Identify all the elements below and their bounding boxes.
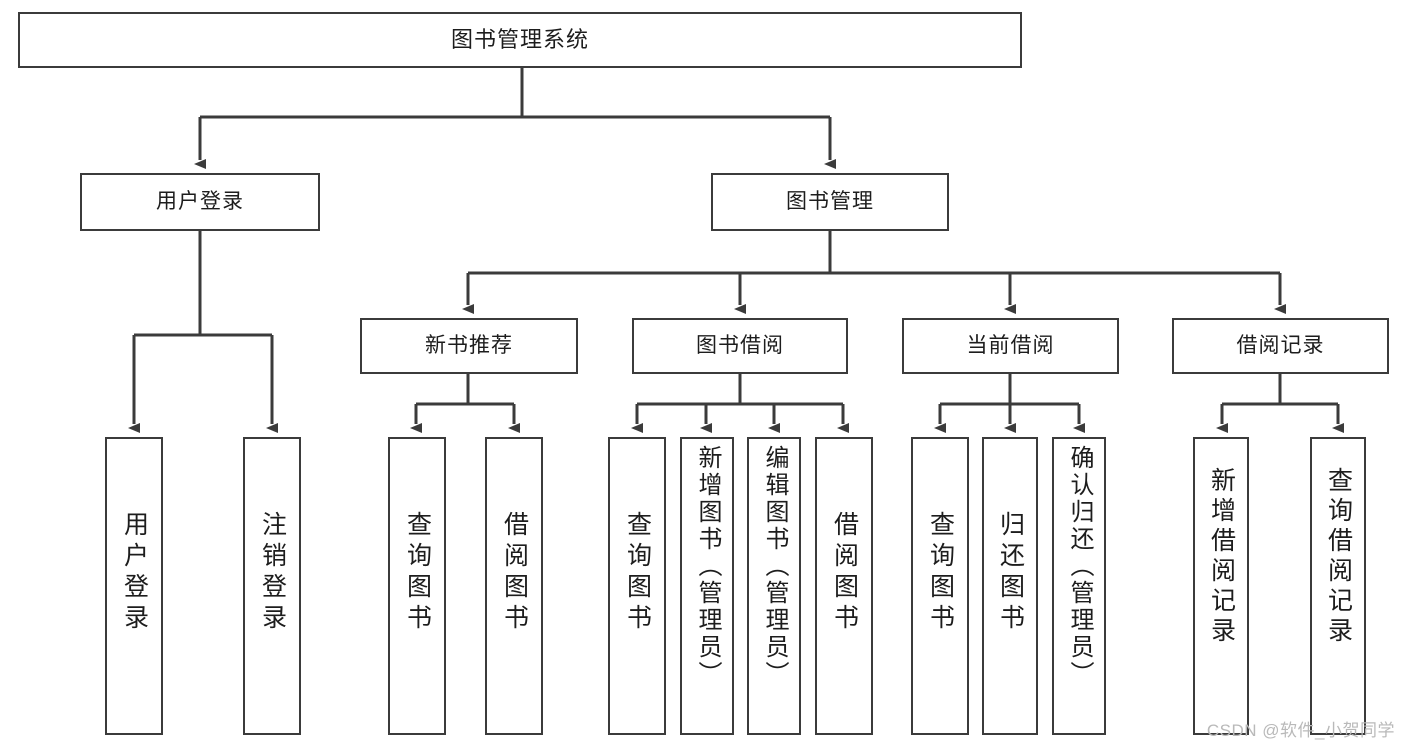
leaf-add-borrow-record[interactable]: 新增借阅记录 xyxy=(1193,437,1249,735)
node-current-borrow[interactable]: 当前借阅 xyxy=(902,318,1119,374)
node-book-borrow[interactable]: 图书借阅 xyxy=(632,318,848,374)
node-book-management[interactable]: 图书管理 xyxy=(711,173,949,231)
node-root-system[interactable]: 图书管理系统 xyxy=(18,12,1022,68)
node-label: 当前借阅 xyxy=(966,333,1055,357)
node-label: 编辑图书（管理员） xyxy=(761,445,788,688)
leaf-borrow-books[interactable]: 借阅图书 xyxy=(815,437,873,735)
leaf-query-books-current[interactable]: 查询图书 xyxy=(911,437,969,735)
watermark-text: CSDN @软件_小贺同学 xyxy=(1206,721,1395,740)
node-label: 借阅图书 xyxy=(830,511,859,635)
leaf-logout[interactable]: 注销登录 xyxy=(243,437,301,735)
node-label: 查询图书 xyxy=(926,511,955,635)
leaf-user-login[interactable]: 用户登录 xyxy=(105,437,163,735)
node-label: 新增借阅记录 xyxy=(1207,467,1236,647)
leaf-query-books-recommend[interactable]: 查询图书 xyxy=(388,437,446,735)
node-label: 归还图书 xyxy=(996,511,1025,635)
node-label: 用户登录 xyxy=(120,511,149,635)
node-label: 新书推荐 xyxy=(425,333,513,357)
leaf-return-books[interactable]: 归还图书 xyxy=(982,437,1038,735)
node-label: 图书管理系统 xyxy=(450,27,589,53)
node-label: 图书管理 xyxy=(786,189,874,213)
node-borrow-record[interactable]: 借阅记录 xyxy=(1172,318,1389,374)
node-label: 确认归还（管理员） xyxy=(1066,445,1093,688)
node-label: 用户登录 xyxy=(156,189,244,213)
node-label: 查询图书 xyxy=(623,511,652,635)
leaf-edit-book-admin[interactable]: 编辑图书（管理员） xyxy=(747,437,801,735)
node-label: 新增图书（管理员） xyxy=(694,445,721,688)
node-label: 查询借阅记录 xyxy=(1324,467,1353,647)
leaf-add-book-admin[interactable]: 新增图书（管理员） xyxy=(680,437,734,735)
node-label: 图书借阅 xyxy=(696,333,784,357)
node-label: 查询图书 xyxy=(403,511,432,635)
leaf-query-books-borrow[interactable]: 查询图书 xyxy=(608,437,666,735)
node-label: 注销登录 xyxy=(258,511,287,635)
leaf-borrow-books-recommend[interactable]: 借阅图书 xyxy=(485,437,543,735)
leaf-confirm-return-admin[interactable]: 确认归还（管理员） xyxy=(1052,437,1106,735)
node-user-login[interactable]: 用户登录 xyxy=(80,173,320,231)
node-label: 借阅记录 xyxy=(1236,333,1325,357)
leaf-query-borrow-record[interactable]: 查询借阅记录 xyxy=(1310,437,1366,735)
node-new-book-recommend[interactable]: 新书推荐 xyxy=(360,318,578,374)
node-label: 借阅图书 xyxy=(500,511,529,635)
